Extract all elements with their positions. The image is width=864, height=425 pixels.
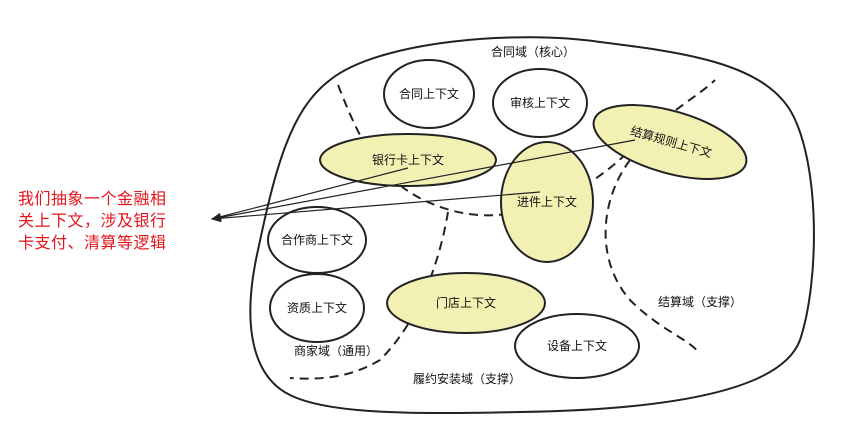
context-progress: 进件上下文 [500,141,594,263]
arrow-from-bank-card [211,167,409,221]
svg-text:合同上下文: 合同上下文 [399,86,459,101]
domain-label-merchant: 商家域（通用） [294,343,378,358]
outer-boundary [249,36,815,414]
note-line: 我们抽象一个金融相 [18,189,167,208]
domain-label-settlement: 结算域（支撑） [658,294,742,309]
domain-label-contract: 合同域（核心） [491,44,575,59]
domain-label-installation: 履约安装域（支撑） [413,371,521,386]
context-settlement-rule: 结算规则上下文 [592,104,748,180]
svg-text:银行卡上下文: 银行卡上下文 [372,152,444,167]
svg-text:合作商上下文: 合作商上下文 [281,232,353,247]
settlement-domain-border [604,159,699,353]
annotation-note: 我们抽象一个金融相 关上下文，涉及银行 卡支付、清算等逻辑 [18,188,208,254]
context-qualification: 资质上下文 [269,273,365,343]
svg-text:设备上下文: 设备上下文 [547,338,607,353]
context-device: 设备上下文 [514,313,640,379]
arrow-from-progress [211,191,541,223]
context-partner: 合作商上下文 [267,206,367,274]
merchant-domain-border [289,211,449,380]
svg-text:审核上下文: 审核上下文 [510,95,570,110]
context-contract: 合同上下文 [383,59,475,129]
svg-text:资质上下文: 资质上下文 [287,300,347,315]
svg-text:门店上下文: 门店上下文 [436,295,496,310]
context-bank-card: 银行卡上下文 [319,133,497,187]
note-line: 卡支付、清算等逻辑 [18,233,167,252]
context-review: 审核上下文 [492,68,588,138]
note-line: 关上下文，涉及银行 [18,211,167,230]
arrow-from-settlement-rule [211,139,636,222]
svg-text:进件上下文: 进件上下文 [517,194,577,209]
context-store: 门店上下文 [386,272,546,334]
